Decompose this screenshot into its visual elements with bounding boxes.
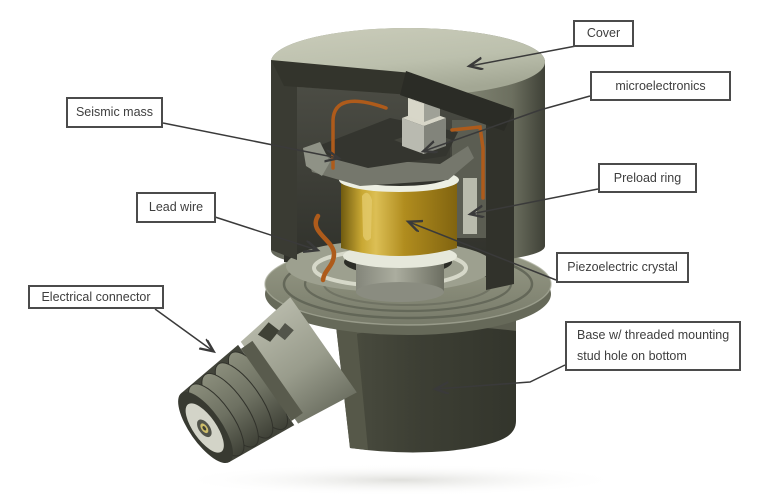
label-microelectronics: microelectronics xyxy=(590,71,731,101)
label-base: Base w/ threaded mounting stud hole on b… xyxy=(565,321,741,371)
leader-piezoelectric-crystal xyxy=(409,222,557,281)
leader-preload-ring xyxy=(471,188,599,214)
cut-wall-left xyxy=(271,60,297,260)
label-base-line1: Base w/ threaded mounting xyxy=(577,328,730,342)
preload-ring-edge xyxy=(463,178,477,234)
leader-base xyxy=(436,364,566,389)
cut-face-top-left xyxy=(271,60,412,95)
leader-microelectronics xyxy=(424,95,591,151)
electrical-connector-part xyxy=(178,297,357,464)
leader-lines xyxy=(154,45,599,389)
lead-wires xyxy=(313,99,485,283)
leader-cover xyxy=(470,45,577,66)
label-piezoelectric-crystal: Piezoelectric crystal xyxy=(556,252,689,283)
label-lead-wire: Lead wire xyxy=(136,192,216,223)
label-seismic-mass: Seismic mass xyxy=(66,97,163,128)
leader-seismic-mass xyxy=(162,122,338,158)
label-preload-ring: Preload ring xyxy=(598,163,697,193)
cut-wall-right xyxy=(486,110,514,290)
connector-tip-face xyxy=(178,391,233,464)
piezoelectric-crystal-part xyxy=(341,177,457,256)
cover-cutaway xyxy=(271,28,545,302)
label-base-line2: stud hole on bottom xyxy=(577,349,687,363)
label-cover: Cover xyxy=(573,20,634,47)
leader-lead-wire xyxy=(214,216,317,250)
label-electrical-connector: Electrical connector xyxy=(28,285,164,309)
ground-shadow xyxy=(175,464,625,496)
cut-face-top-right xyxy=(400,71,514,131)
leader-electrical-connector xyxy=(154,308,213,351)
